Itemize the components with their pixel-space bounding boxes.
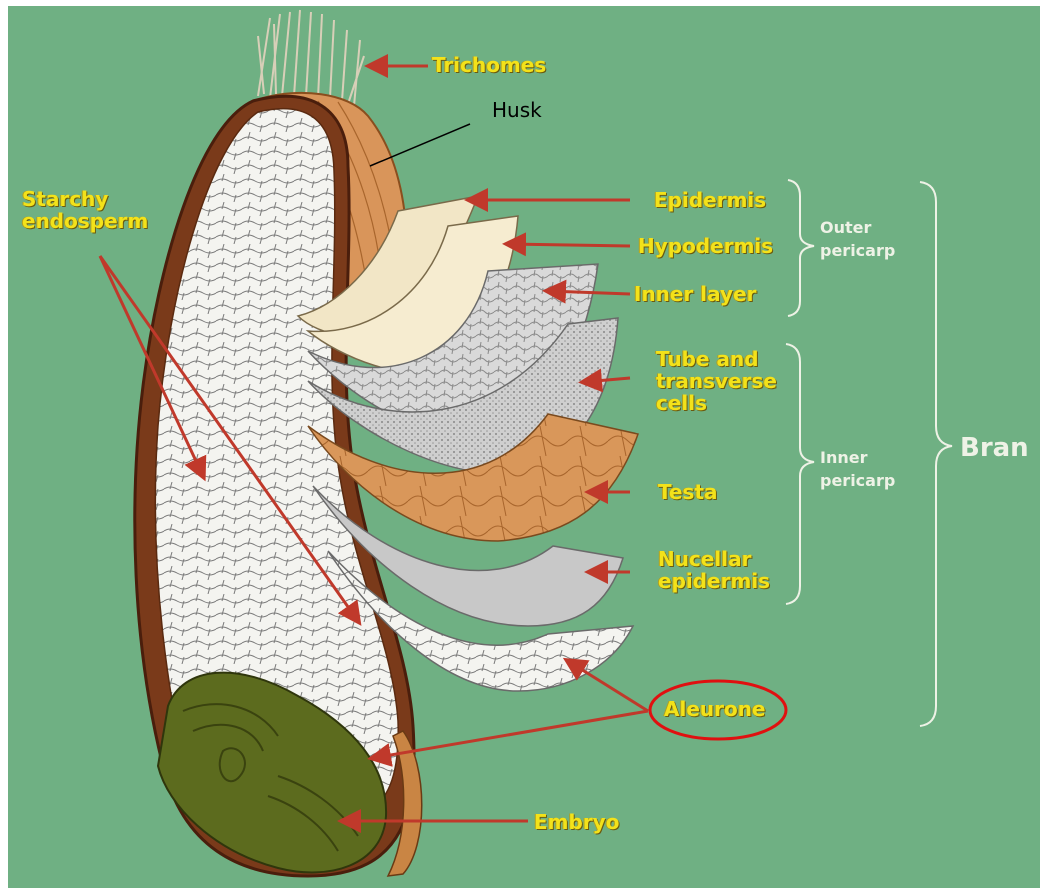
diagram-frame: Trichomes Husk Starchy endosperm Epiderm…: [8, 6, 1040, 888]
label-starchy-line1: Starchy: [22, 188, 148, 210]
label-nucellar-epidermis: Nucellar epidermis: [658, 548, 770, 592]
label-embryo: Embryo: [534, 811, 619, 833]
label-nucellar-line2: epidermis: [658, 570, 770, 592]
label-inner-layer: Inner layer: [634, 283, 757, 305]
label-aleurone: Aleurone: [664, 698, 766, 720]
label-epidermis: Epidermis: [654, 189, 766, 211]
label-outer-line2: pericarp: [820, 239, 895, 262]
label-trichomes: Trichomes: [432, 54, 546, 76]
label-outer-line1: Outer: [820, 216, 895, 239]
bran-bracket: [920, 182, 952, 726]
label-inner-line2: pericarp: [820, 469, 895, 492]
label-starchy-endosperm: Starchy endosperm: [22, 188, 148, 232]
outer-pericarp-bracket: [788, 180, 814, 316]
inner-pericarp-bracket: [786, 344, 814, 604]
label-outer-pericarp: Outer pericarp: [820, 216, 895, 262]
label-nucellar-line1: Nucellar: [658, 548, 770, 570]
label-tube-line2: transverse: [656, 370, 777, 392]
label-husk: Husk: [492, 98, 542, 122]
label-bran: Bran: [960, 433, 1029, 463]
trichomes-hairs: [258, 10, 364, 106]
label-starchy-line2: endosperm: [22, 210, 148, 232]
label-inner-pericarp: Inner pericarp: [820, 446, 895, 492]
label-tube-line3: cells: [656, 392, 777, 414]
label-tube-transverse-cells: Tube and transverse cells: [656, 348, 777, 414]
label-tube-line1: Tube and: [656, 348, 777, 370]
label-hypodermis: Hypodermis: [638, 235, 773, 257]
label-testa: Testa: [658, 481, 718, 503]
label-inner-line1: Inner: [820, 446, 895, 469]
